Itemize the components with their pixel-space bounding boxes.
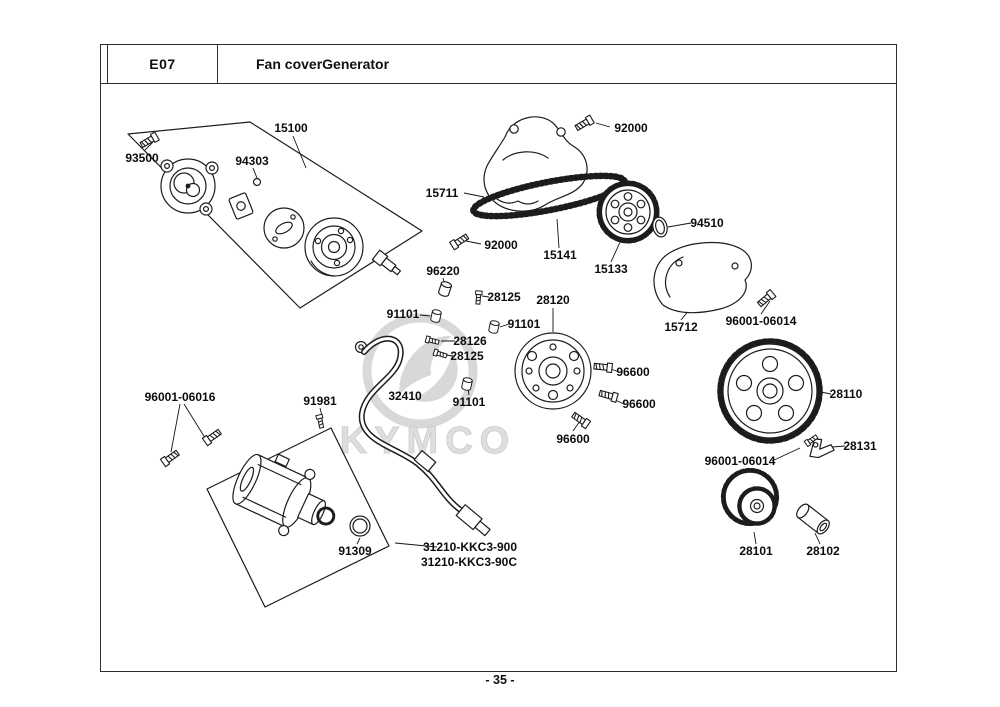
fan-cover-assembly-box (127, 121, 423, 309)
flywheel-28120 (514, 332, 592, 410)
sensor-plug (371, 249, 402, 276)
watermark-swoosh-right (412, 352, 458, 402)
page-border (100, 44, 897, 672)
chain-guard-15712 (653, 241, 752, 314)
screw-28125-a (474, 290, 483, 305)
nut-91101-b (487, 319, 501, 335)
starter-motor-box (206, 427, 390, 608)
pump-cover-plate (263, 207, 305, 249)
fan-shroud-15711 (483, 116, 588, 212)
section-code-box: E07 (107, 44, 218, 84)
bolt-96600-3 (570, 410, 592, 430)
bolt-96001-06016-b (201, 427, 223, 447)
roller-28102 (796, 503, 830, 535)
section-code: E07 (149, 56, 176, 72)
header-divider (100, 83, 897, 84)
nut-91101-c (460, 376, 474, 392)
plug-96220 (437, 279, 453, 299)
gasket-block-94303 (228, 192, 254, 220)
watermark-swoosh-left (398, 335, 452, 396)
starter-sprocket-28101 (720, 467, 780, 527)
bolt-96600-2 (597, 388, 619, 403)
page-number: - 35 - (485, 673, 515, 687)
bolt-92000-top (573, 114, 595, 133)
bolt-96001-06014-top (755, 288, 777, 309)
sprocket-28110 (717, 338, 823, 444)
pump-pin (252, 177, 262, 187)
fan-rotor (304, 217, 364, 277)
nut-91101-a (429, 308, 443, 324)
screw-91981 (315, 413, 326, 430)
watermark-ring (362, 313, 478, 429)
starter-cable-32410 (354, 335, 491, 537)
oring-94510 (652, 216, 668, 238)
bolt-96001-06016-a (159, 448, 181, 468)
page-title: Fan coverGenerator (256, 56, 390, 72)
leader-lines (144, 122, 846, 548)
sprocket-15133 (596, 180, 660, 244)
oil-pump (160, 158, 219, 216)
oring-91309 (349, 515, 371, 537)
bolt-96600-1 (593, 361, 614, 374)
screw-28125-b (432, 348, 449, 360)
bracket-28131 (809, 438, 835, 459)
starter-motor-assembly (206, 427, 390, 608)
